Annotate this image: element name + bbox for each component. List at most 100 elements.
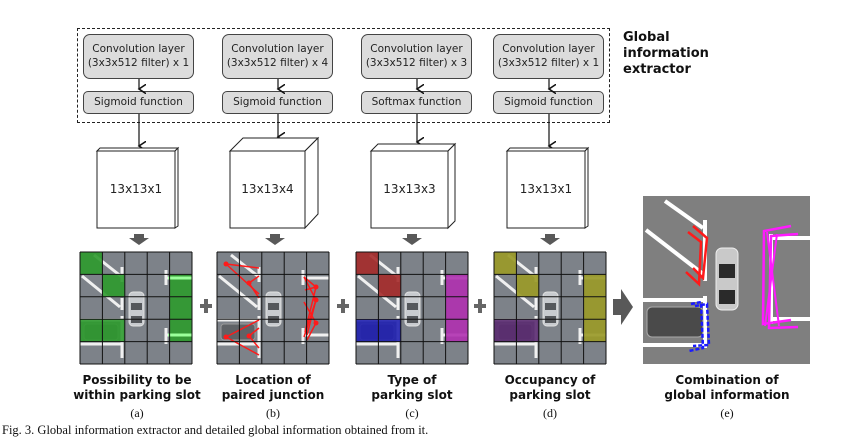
grid-highlight — [169, 319, 192, 342]
grid-highlight — [494, 252, 517, 275]
grid-highlight — [445, 296, 468, 320]
label-line: Occupancy of — [504, 373, 596, 387]
output-cube-d — [505, 146, 590, 229]
grid-highlight — [516, 274, 539, 297]
grid-panel-d — [493, 251, 607, 365]
grid-highlight — [445, 274, 468, 297]
grid-highlight — [583, 296, 606, 320]
grid-panel-b — [216, 251, 330, 365]
label-line: Combination of — [675, 373, 779, 387]
conv-layer-box-a: Convolution layer (3x3x512 filter) x 1 — [83, 34, 194, 79]
title-line: Global — [623, 30, 670, 45]
grid-highlight — [102, 274, 125, 297]
output-cube-b — [228, 136, 320, 230]
cube-label-a: 13x13x1 — [109, 182, 163, 196]
conv-line: (3x3x512 filter) x 3 — [365, 57, 468, 69]
label-line: Type of — [387, 373, 437, 387]
conv-line: Convolution layer — [92, 43, 185, 55]
junction-link — [225, 263, 260, 269]
conv-line: (3x3x512 filter) x 1 — [497, 57, 600, 69]
output-cube-c — [369, 142, 457, 230]
grid-highlight — [169, 296, 192, 320]
grid-highlight — [102, 319, 125, 342]
grid-highlight — [80, 252, 103, 275]
empty-slot-overlay — [764, 233, 778, 327]
junction-link — [303, 276, 317, 288]
label-line: global information — [664, 388, 790, 402]
slot-line — [663, 199, 705, 230]
function-box-a: Sigmoid function — [83, 91, 194, 114]
conv-line: (3x3x512 filter) x 4 — [226, 57, 329, 69]
empty-slot-overlay — [761, 224, 792, 326]
empty-slot-overlay — [766, 231, 780, 327]
panel-label-b: Location of paired junction — [183, 373, 363, 403]
cube-label-d: 13x13x1 — [519, 182, 573, 196]
cube-label-b: 13x13x4 — [241, 182, 294, 196]
extractor-title: Global information extractor — [623, 30, 709, 78]
junction-point — [223, 334, 229, 340]
output-arrows — [139, 114, 549, 146]
junction-point — [223, 261, 229, 267]
label-line: Location of — [235, 373, 311, 387]
slot-line — [81, 274, 121, 309]
junction-overlay — [685, 231, 703, 287]
cube-label-c: 13x13x3 — [383, 182, 436, 196]
combination-panel — [643, 196, 810, 364]
sublabel-b: (b) — [266, 406, 280, 420]
label-line: parking slot — [371, 388, 453, 402]
global-information-extractor-box — [77, 28, 610, 123]
sublabel-a: (a) — [130, 406, 144, 420]
parked-car-icon — [646, 306, 704, 338]
grid-highlight — [583, 274, 606, 297]
junction-link — [306, 322, 317, 341]
label-line: within parking slot — [73, 388, 201, 402]
conv-layer-box-b: Convolution layer (3x3x512 filter) x 4 — [222, 34, 333, 79]
conv-line: Convolution layer — [502, 43, 595, 55]
conv-layer-box-c: Convolution layer (3x3x512 filter) x 3 — [361, 34, 472, 79]
function-box-d: Sigmoid function — [493, 91, 604, 114]
junction-point — [313, 284, 319, 290]
grid-highlight — [583, 319, 606, 342]
junction-link — [306, 299, 317, 336]
thick-arrow-down-icon — [265, 234, 285, 245]
label-line: paired junction — [221, 388, 325, 402]
function-box-c: Softmax function — [361, 91, 472, 114]
grid-highlight — [378, 319, 401, 342]
thick-arrow-down-icon — [540, 234, 560, 245]
conv-line: Convolution layer — [370, 43, 463, 55]
grid-panel-a — [79, 251, 193, 365]
junction-link — [225, 319, 260, 338]
plus-icon — [337, 299, 349, 313]
occupied-slot-overlay — [692, 302, 711, 348]
slot-line — [644, 228, 705, 276]
thick-arrows — [129, 234, 560, 245]
combine-arrow-icon — [613, 289, 633, 325]
grid-highlight — [516, 319, 539, 342]
panel-label-c: Type of parking slot — [322, 373, 502, 403]
conv-line: Convolution layer — [231, 43, 324, 55]
car-window — [131, 303, 142, 310]
conv-line: (3x3x512 filter) x 1 — [87, 57, 190, 69]
panel-label-a: Possibility to be within parking slot — [47, 373, 227, 403]
car-window — [719, 264, 735, 278]
grid-highlight — [378, 274, 401, 297]
grid-highlight — [356, 319, 379, 342]
car-window — [407, 303, 418, 310]
plus-icon — [474, 299, 486, 313]
panel-label-e: Combination of global information — [637, 373, 817, 403]
output-cube-a — [95, 146, 180, 229]
thick-arrow-down-icon — [402, 234, 422, 245]
label-line: Possibility to be — [82, 373, 192, 387]
junction-point — [246, 280, 252, 286]
car-window — [719, 290, 735, 304]
grid-highlight — [445, 319, 468, 342]
thick-arrow-down-icon — [129, 234, 149, 245]
grid-highlight — [494, 319, 517, 342]
occupied-slot-overlay — [688, 300, 705, 353]
slot-line — [218, 274, 258, 309]
car-window — [545, 303, 556, 310]
plus-signs — [200, 299, 486, 313]
junction-link — [248, 282, 260, 299]
slot-line — [357, 274, 397, 309]
